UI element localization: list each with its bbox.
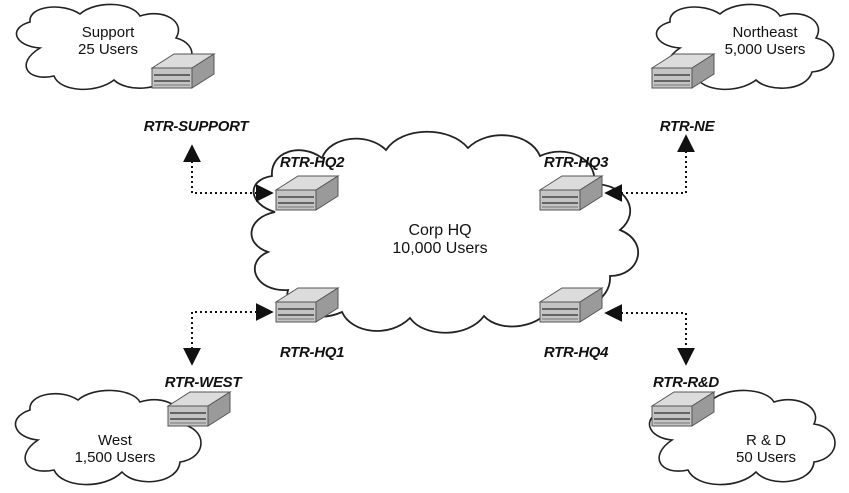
router-label-hq3: RTR-HQ3 [543,154,609,171]
site-hq-name: Corp HQ [408,222,472,239]
site-northeast-users: 5,000 Users [724,41,806,59]
router-label-ne: RTR-NE [659,118,715,135]
site-rnd-name: R & D [745,432,786,449]
site-hq-label: Corp HQ 10,000 Users [380,222,500,259]
link-rnd-hq4 [604,304,695,366]
router-label-rnd: RTR-R&D [653,374,719,391]
link-ne-hq3 [604,134,695,202]
site-support-label: Support 25 Users [62,24,154,59]
cloud-support [15,3,193,91]
site-west-name: West [98,432,132,449]
router-label-hq4: RTR-HQ4 [543,344,609,361]
site-northeast-name: Northeast [732,24,798,41]
router-label-hq2: RTR-HQ2 [279,154,345,171]
router-label-support: RTR-SUPPORT [143,118,249,135]
link-west-hq1 [183,303,274,366]
router-label-west: RTR-WEST [164,374,242,391]
site-rnd-label: R & D 50 Users [716,432,816,467]
link-support-hq2 [183,144,274,202]
site-west-users: 1,500 Users [74,449,156,467]
site-west-label: West 1,500 Users [60,432,170,467]
site-northeast-label: Northeast 5,000 Users [710,24,820,59]
site-support-users: 25 Users [77,41,139,59]
router-label-hq1: RTR-HQ1 [279,344,345,361]
site-support-name: Support [81,24,135,41]
router-icon-west [167,391,231,427]
site-hq-users: 10,000 Users [392,240,488,258]
site-rnd-users: 50 Users [735,449,797,467]
